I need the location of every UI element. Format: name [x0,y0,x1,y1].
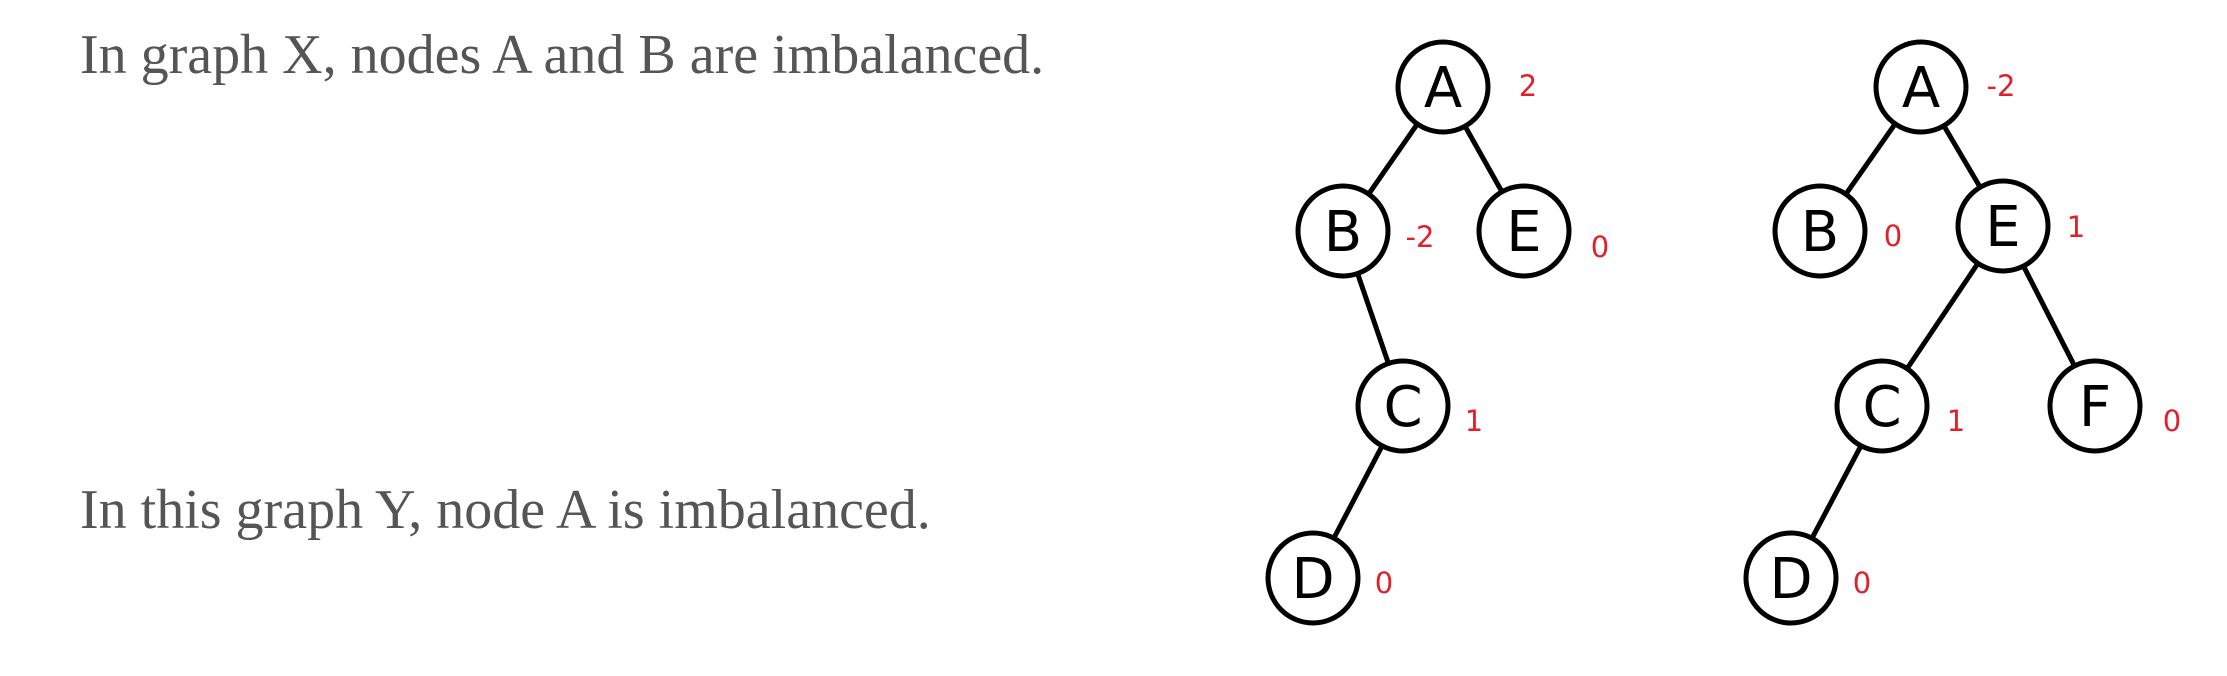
node-circle [1873,39,1969,135]
balance-factor: 1 [1947,404,1965,438]
balance-factor: 2 [1519,69,1537,103]
node-circle [1355,358,1451,454]
edge-b-c [1355,271,1391,366]
node-label: C [1862,375,1901,440]
node-label: B [1324,200,1362,265]
node-circle [1772,183,1868,279]
node-label: C [1383,375,1422,440]
node-label: A [1424,56,1462,121]
node-label: D [1769,547,1812,612]
edge-e-c [1904,260,1981,372]
node-circle [1476,183,1572,279]
node-label: B [1801,200,1839,265]
balance-factor: 0 [2163,404,2181,438]
balance-factor: 0 [1853,566,1871,600]
node-label: D [1291,547,1334,612]
balance-factor: 0 [1884,219,1902,253]
node-circle [1955,178,2051,274]
edge-a-b [1366,121,1420,197]
edge-c-d [1331,443,1385,541]
edge-a-e [1941,123,1983,190]
edge-a-b [1843,121,1898,197]
balance-factor: -2 [1987,69,2016,103]
node-circle [2047,358,2143,454]
node-label: E [1506,200,1541,265]
tree-node-b: B -2 [1295,183,1435,279]
caption-graph-x: In graph X, nodes A and B are imbalanced… [80,24,1045,86]
balance-factor: 1 [1465,404,1483,438]
edge-e-f [2020,263,2078,369]
edge-a-e [1462,123,1505,195]
node-circle [1395,39,1491,135]
node-circle [1834,358,1930,454]
node-circle [1265,530,1361,626]
caption-graph-y: In this graph Y, node A is imbalanced. [80,479,931,541]
balance-factor: -2 [1406,220,1435,254]
balance-factor: 1 [2067,210,2085,244]
tree-node-a: A -2 [1873,39,2016,135]
balance-factor: 0 [1375,566,1393,600]
node-label: E [1985,195,2020,260]
balance-factor: 0 [1591,230,1609,264]
node-circle [1743,530,1839,626]
node-circle [1295,183,1391,279]
node-label: A [1902,56,1940,121]
edge-c-d [1809,443,1864,541]
node-label: F [2079,375,2111,440]
